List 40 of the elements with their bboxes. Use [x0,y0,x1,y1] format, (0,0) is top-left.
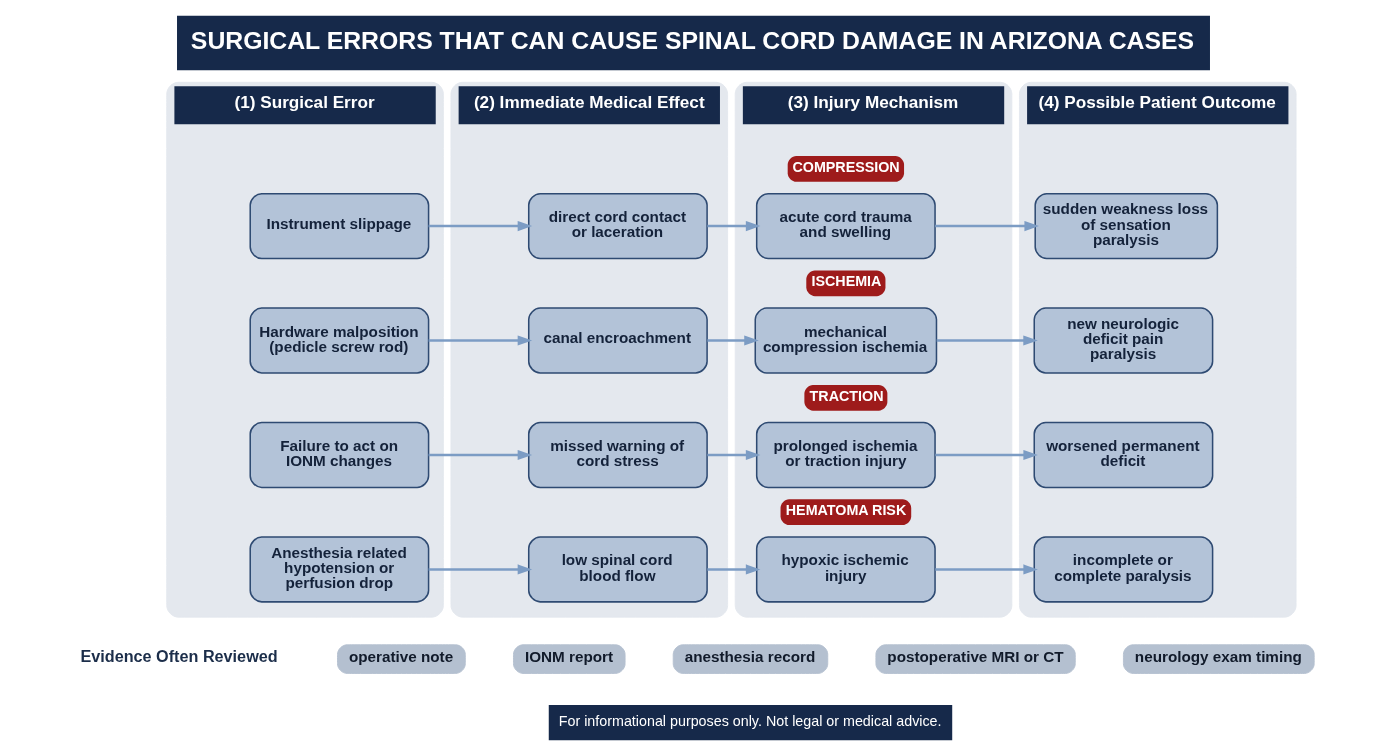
node-box: incomplete or complete paralysis [1032,536,1213,603]
node-box: IONM report [512,644,626,674]
node-label: TRACTION [809,387,883,404]
node-box: canal encroachment [527,307,708,374]
node-label: COMPRESSION [791,158,900,175]
node-box: Failure to act on IONM changes [248,421,429,489]
arrow [706,221,760,232]
node-box: worsened permanent deficit [1032,421,1213,489]
arrow [428,335,532,346]
arrow [934,221,1039,232]
node-label: HEMATOMA RISK [785,502,906,519]
node-box: anesthesia record [672,644,828,674]
node-box: missed warning of cord stress [527,421,708,489]
node-box: prolonged ischemia or traction injury [755,421,936,489]
caption: For informational purposes only. Not legal or medical advice. [558,713,942,730]
arrow [428,221,532,232]
node-box: neurology exam timing [1122,644,1315,674]
node-box: low spinal cord blood flow [527,536,708,603]
node-box: direct cord contact or laceration [527,192,708,260]
node-box: Instrument slippage [248,192,429,260]
node-box: hypoxic ischemic injury [755,536,936,603]
arrow [934,449,1038,461]
node-box: mechanical compression ischemia [754,307,937,374]
arrow [706,449,760,461]
arrow [934,564,1038,575]
node-box: postoperative MRI or CT [874,644,1076,674]
node-label: ISCHEMIA [811,273,881,290]
node-box: Hardware malposition (pedicle screw rod) [248,307,429,374]
label: Evidence Often Reviewed [79,647,278,666]
arrow [428,449,532,461]
node-box: new neurologic deficit pain paralysis [1032,307,1213,374]
arrow [428,564,532,575]
node-box: sudden weakness loss of sensation paralysis [1033,192,1218,260]
node-box: operative note [336,644,466,674]
node-box: Anesthesia related hypotension or perfusion drop [248,536,429,603]
arrow [936,335,1038,346]
diagram-title: SURGICAL ERRORS THAT CAN CAUSE SPINAL CORD DAMAGE IN ARIZONA CASES [190,26,1194,54]
arrow [706,335,759,346]
arrow [706,564,760,575]
node-box: acute cord trauma and swelling [755,192,936,260]
